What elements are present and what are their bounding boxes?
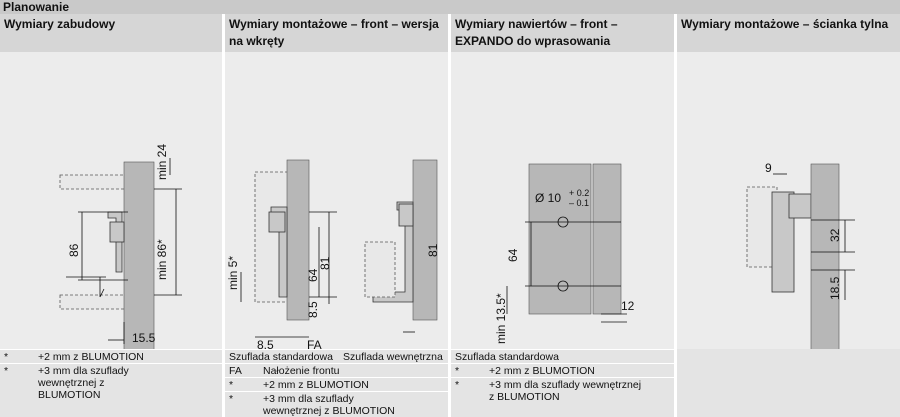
dim-label: 81 — [318, 256, 332, 270]
note-mark: * — [4, 351, 9, 363]
note-mark: * — [229, 393, 234, 405]
column-installation-dimensions: Wymiary zabudowy min 24 86 min 86* 15.5 … — [0, 14, 222, 417]
note-header-inner: Szuflada wewnętrzna — [343, 351, 443, 363]
dim-label: 8.5 — [306, 301, 320, 318]
dim-label: 8.5 — [257, 338, 274, 352]
dim-label: min 24 — [155, 144, 169, 180]
dim-label: min 5* — [226, 256, 240, 290]
drawing-installation: min 24 86 min 86* 15.5 — [0, 52, 222, 362]
note-mark: FA — [229, 365, 242, 377]
note-header-standard: Szuflada standardowa — [229, 351, 333, 363]
dim-label: + 0.2 — [569, 188, 589, 198]
column-back-panel-mounting: Wymiary montażowe – ścianka tylna 9 32 1… — [677, 14, 900, 417]
note-text: Nałożenie frontu — [263, 365, 340, 377]
drawing-svg: min 24 86 min 86* 15.5 — [59, 144, 182, 352]
dim-label: 64 — [306, 268, 320, 282]
note-mark: * — [229, 379, 234, 391]
note-mark: * — [4, 365, 9, 377]
dim-label: Ø 10 — [535, 191, 561, 205]
note-row: * +2 mm z BLUMOTION — [0, 349, 222, 363]
notes: Szuflada standardowa Szuflada wewnętrzna… — [225, 349, 448, 417]
notes: Szuflada standardowa * +2 mm z BLUMOTION… — [451, 349, 674, 417]
note-row: * +3 mm dla szuflady wewnętrznej z BLUMO… — [225, 391, 448, 417]
note-text: +2 mm z BLUMOTION — [38, 351, 144, 363]
dim-label: 15.5 — [132, 331, 156, 345]
drawing-svg: 9 32 18.5 — [746, 161, 855, 352]
column-title: Wymiary nawiertów – front – EXPANDO do w… — [451, 14, 674, 52]
note-mark: * — [455, 365, 460, 377]
dim-label: 81 — [426, 243, 440, 257]
note-text: +3 mm dla szuflady wewnętrznej z BLUMOTI… — [263, 393, 395, 417]
notes — [677, 349, 900, 417]
column-front-screw-mounting: Wymiary montażowe – front – wersja na wk… — [225, 14, 448, 417]
note-header-standard: Szuflada standardowa — [455, 351, 559, 363]
dim-label: min 13.5* — [494, 293, 508, 344]
column-title: Wymiary montażowe – ścianka tylna — [677, 14, 900, 52]
dim-label: 86 — [67, 243, 81, 257]
notes: * +2 mm z BLUMOTION * +3 mm dla szuflady… — [0, 349, 222, 417]
drawing-expando: Ø 10 + 0.2 – 0.1 64 min 13.5* 12 — [451, 52, 674, 362]
dim-label: – 0.1 — [569, 198, 589, 208]
page-title: Planowanie — [0, 0, 900, 14]
dim-label: 18.5 — [828, 276, 842, 300]
note-header: Szuflada standardowa Szuflada wewnętrzna — [225, 349, 448, 363]
note-row: FA Nałożenie frontu — [225, 363, 448, 377]
note-header: Szuflada standardowa — [451, 349, 674, 363]
dim-label: 64 — [506, 248, 520, 262]
note-text: +2 mm z BLUMOTION — [489, 365, 595, 377]
column-title: Wymiary zabudowy — [0, 14, 222, 52]
note-row: * +3 mm dla szuflady wewnętrznej z BLUMO… — [0, 363, 222, 401]
note-text: +2 mm z BLUMOTION — [263, 379, 369, 391]
dim-label: FA — [307, 338, 322, 352]
drawing-svg: min 5* 64 81 8.5 8.5 FA 81 — [226, 159, 440, 352]
note-row: * +2 mm z BLUMOTION — [451, 363, 674, 377]
drawing-back-panel: 9 32 18.5 — [677, 52, 900, 362]
dim-label: min 86* — [155, 239, 169, 280]
note-row: * +3 mm dla szuflady wewnętrznej z BLUMO… — [451, 377, 674, 404]
note-text: +3 mm dla szuflady wewnętrznej z BLUMOTI… — [489, 379, 642, 403]
note-row: * +2 mm z BLUMOTION — [225, 377, 448, 391]
dim-label: 32 — [828, 228, 842, 242]
note-text: +3 mm dla szuflady wewnętrznej z BLUMOTI… — [38, 365, 129, 401]
dim-label: 12 — [621, 299, 635, 313]
dim-label: 9 — [765, 161, 772, 175]
drawing-svg: Ø 10 + 0.2 – 0.1 64 min 13.5* 12 — [494, 163, 635, 344]
column-expando-drilling: Wymiary nawiertów – front – EXPANDO do w… — [451, 14, 674, 417]
note-mark: * — [455, 379, 460, 391]
drawing-front-screw: min 5* 64 81 8.5 8.5 FA 81 — [225, 52, 448, 362]
column-title: Wymiary montażowe – front – wersja na wk… — [225, 14, 448, 52]
